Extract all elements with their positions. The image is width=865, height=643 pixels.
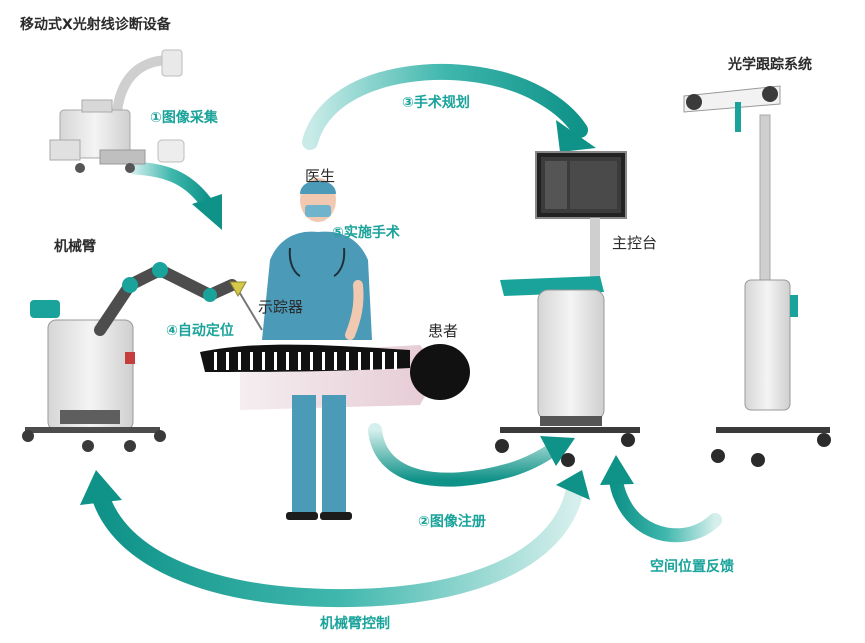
doctor-figure [262,178,372,520]
vertebra-gap [370,352,373,370]
step-5-perform-surgery: ⑤实施手术 [332,225,400,241]
console-device [495,151,640,467]
spatial-feedback-arrow [600,455,722,543]
vertebra-gap [226,352,229,370]
tracking-system-label: 光学跟踪系统 [728,57,812,73]
step-2-image-registration: ②图像注册 [418,514,486,530]
step-3-surgical-planning: ③手术规划 [402,95,470,111]
patient-label: 患者 [428,322,459,340]
step-4-auto-positioning: ④自动定位 [166,323,234,339]
step-1-image-acquisition: ①图像采集 [150,110,218,126]
patient-figure [200,344,470,410]
vertebra-gap [274,352,277,370]
robot-arm-device [22,262,238,452]
vertebra-gap [286,352,289,370]
vertebra-gap [250,352,253,370]
acquisition-arrow [128,161,222,230]
vertebra-gap [334,352,337,370]
tracer-tool [229,281,263,331]
planning-arrow [302,64,596,152]
vertebra-gap [214,352,217,370]
tracer-label: 示踪器 [258,298,304,316]
vertebra-gap [394,352,397,370]
c-arm-xray-device [49,49,185,173]
arm-control-label: 机械臂控制 [320,616,390,632]
doctor-label: 医生 [305,167,336,185]
vertebra-gap [298,352,301,370]
vertebra-gap [358,352,361,370]
registration-arrow [368,423,575,487]
spatial-feedback-label: 空间位置反馈 [650,559,734,575]
vertebra-gap [382,352,385,370]
vertebra-gap [310,352,313,370]
arm-control-arrow [80,470,590,608]
vertebra-gap [322,352,325,370]
c-arm-label: 移动式X光射线诊断设备 [20,17,171,33]
console-label: 主控台 [612,234,658,252]
robot-arm-label: 机械臂 [54,239,96,255]
vertebra-gap [346,352,349,370]
vertebra-gap [262,352,265,370]
tracking-system-device [683,85,831,467]
vertebra-gap [238,352,241,370]
